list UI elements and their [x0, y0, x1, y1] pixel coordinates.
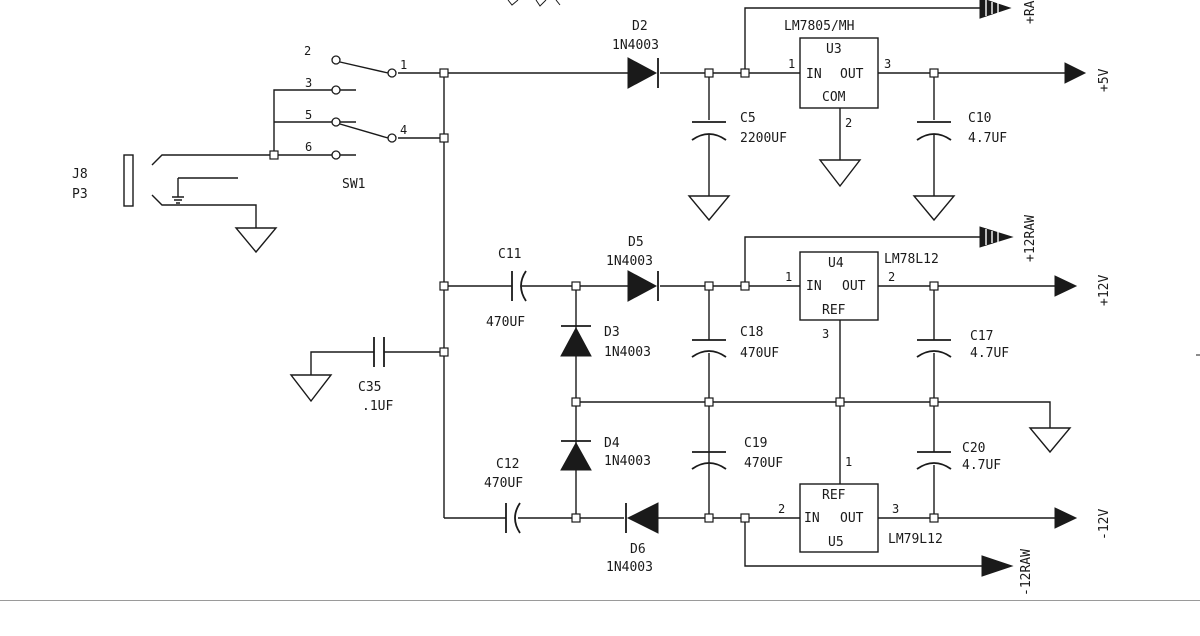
net-minus12v: -12V — [1097, 509, 1112, 540]
net-minus12raw: -12RAW — [1019, 549, 1034, 596]
c20-value: 4.7UF — [962, 458, 1001, 473]
sw1-pin-4: 4 — [400, 123, 407, 137]
c12-ref: C12 — [496, 457, 519, 472]
c17-value: 4.7UF — [970, 346, 1009, 361]
ground-symbols — [234, 159, 1072, 454]
c17-ref: C17 — [970, 329, 993, 344]
c12-value: 470UF — [484, 476, 523, 491]
d3-value: 1N4003 — [604, 345, 651, 360]
u5-pin-out: OUT — [840, 511, 864, 526]
bottom-divider — [0, 600, 1200, 601]
junctions — [269, 68, 939, 523]
sw1-pin-1: 1 — [400, 58, 407, 72]
u5-pin-ref: REF — [822, 488, 846, 503]
u4-pin-out: OUT — [842, 279, 866, 294]
u3-pin-com: COM — [822, 90, 846, 105]
u4-pin-ref: REF — [822, 303, 846, 318]
u4-ref: U4 — [828, 256, 844, 271]
c10-ref: C10 — [968, 111, 991, 126]
c10-value: 4.7UF — [968, 131, 1007, 146]
u5-pin-in: IN — [804, 511, 820, 526]
d2-value: 1N4003 — [612, 38, 659, 53]
u4-pin-num-ref: 3 — [822, 327, 829, 341]
u3-pin-num-in: 1 — [788, 57, 795, 71]
u3-pin-num-out: 3 — [884, 57, 891, 71]
regulators — [799, 37, 879, 553]
sw1-pin-3: 3 — [305, 76, 312, 90]
u3-part: LM7805/MH — [784, 19, 854, 34]
d4-ref: D4 — [604, 436, 620, 451]
d6-value: 1N4003 — [606, 560, 653, 575]
d3-ref: D3 — [604, 325, 620, 340]
c5-ref: C5 — [740, 111, 756, 126]
c19-value: 470UF — [744, 456, 783, 471]
net-plus12raw: +12RAW — [1023, 215, 1038, 262]
d5-value: 1N4003 — [606, 254, 653, 269]
capacitors — [373, 121, 952, 534]
u5-pin-num-in: 2 — [778, 502, 785, 516]
d5-ref: D5 — [628, 235, 644, 250]
switch-sw1 — [331, 55, 397, 160]
c11-value: 470UF — [486, 315, 525, 330]
u4-part: LM78L12 — [884, 252, 939, 267]
u3-ref: U3 — [826, 42, 842, 57]
power-arrows — [979, 0, 1087, 577]
j8-ref: J8 — [72, 167, 88, 182]
d6-ref: D6 — [630, 542, 646, 557]
c18-ref: C18 — [740, 325, 763, 340]
labels: D2 1N4003 D5 1N4003 D3 1N4003 D4 1N4003 … — [72, 0, 1112, 596]
sw1-pin-6: 6 — [305, 140, 312, 154]
u4-pin-num-in: 1 — [785, 270, 792, 284]
d4-value: 1N4003 — [604, 454, 651, 469]
u5-pin-num-out: 3 — [892, 502, 899, 516]
c5-value: 2200UF — [740, 131, 787, 146]
sw1-ref: SW1 — [342, 177, 365, 192]
sw1-pin-5: 5 — [305, 108, 312, 122]
d2-ref: D2 — [632, 19, 648, 34]
schematic-canvas: D2 1N4003 D5 1N4003 D3 1N4003 D4 1N4003 … — [72, 0, 1200, 596]
sw1-pin-2: 2 — [304, 44, 311, 58]
diodes — [560, 57, 659, 534]
c11-ref: C11 — [498, 247, 521, 262]
u5-pin-num-ref: 1 — [845, 455, 852, 469]
net-plus5v: +5V — [1097, 68, 1112, 92]
u3-pin-in: IN — [806, 67, 822, 82]
c35-value: .1UF — [362, 399, 393, 414]
u5-ref: U5 — [828, 535, 844, 550]
cropped-artifact — [507, 0, 561, 7]
u5-part: LM79L12 — [888, 532, 943, 547]
u4-pin-in: IN — [806, 279, 822, 294]
wires — [151, 7, 1065, 567]
net-top-raw: +RA — [1023, 0, 1038, 24]
j8-value: P3 — [72, 187, 88, 202]
u3-pin-out: OUT — [840, 67, 864, 82]
c18-value: 470UF — [740, 346, 779, 361]
u3-pin-num-com: 2 — [845, 116, 852, 130]
jack-j8 — [123, 154, 134, 207]
c20-ref: C20 — [962, 441, 985, 456]
c19-ref: C19 — [744, 436, 767, 451]
u4-pin-num-out: 2 — [888, 270, 895, 284]
net-plus12v: +12V — [1097, 275, 1112, 306]
c35-ref: C35 — [358, 380, 381, 395]
